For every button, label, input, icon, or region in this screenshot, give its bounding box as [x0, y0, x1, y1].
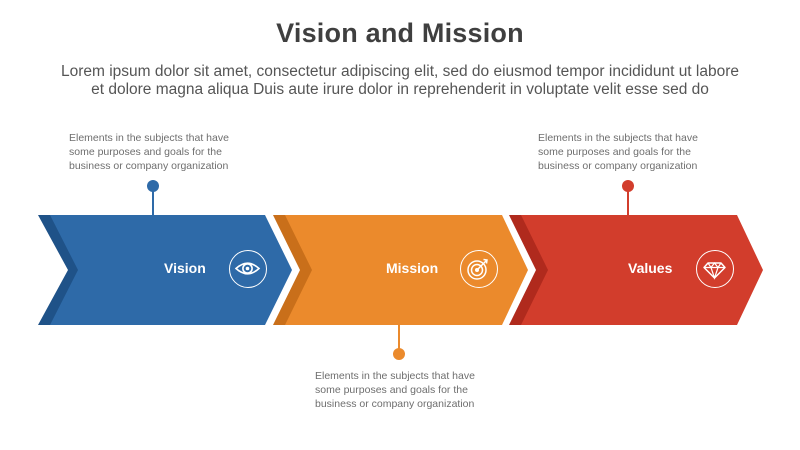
target-icon [460, 250, 498, 288]
connector-dot-vision [147, 180, 159, 192]
note-line: Elements in the subjects that have [538, 132, 698, 144]
connector-vision [152, 191, 154, 215]
connector-dot-mission [393, 348, 405, 360]
step-label-mission: Mission [386, 260, 439, 276]
page-subtitle: Lorem ipsum dolor sit amet, consectetur … [30, 63, 770, 99]
note-line: Elements in the subjects that have [315, 370, 475, 382]
diamond-icon [696, 250, 734, 288]
note-vision: Elements in the subjects that have some … [69, 131, 259, 173]
note-line: business or company organization [69, 160, 229, 172]
note-line: Elements in the subjects that have [69, 132, 229, 144]
note-line: some purposes and goals for the [538, 146, 691, 158]
page-title: Vision and Mission [276, 18, 524, 48]
step-label-vision: Vision [164, 260, 206, 276]
arrow-vision [50, 215, 292, 325]
arrow-values [521, 215, 763, 325]
note-values: Elements in the subjects that have some … [538, 131, 728, 173]
connector-mission [398, 325, 400, 350]
note-line: some purposes and goals for the [69, 146, 222, 158]
eye-icon [229, 250, 267, 288]
arrow-mission [285, 215, 528, 325]
connector-dot-values [622, 180, 634, 192]
step-label-values: Values [628, 260, 673, 276]
note-line: business or company organization [315, 398, 475, 410]
note-line: some purposes and goals for the [315, 384, 468, 396]
note-line: business or company organization [538, 160, 698, 172]
connector-values [627, 191, 629, 215]
subtitle-line-1: Lorem ipsum dolor sit amet, consectetur … [60, 63, 740, 80]
subtitle-line-2: et dolore magna aliqua Duis aute irure d… [91, 81, 709, 98]
note-mission: Elements in the subjects that have some … [315, 369, 505, 411]
